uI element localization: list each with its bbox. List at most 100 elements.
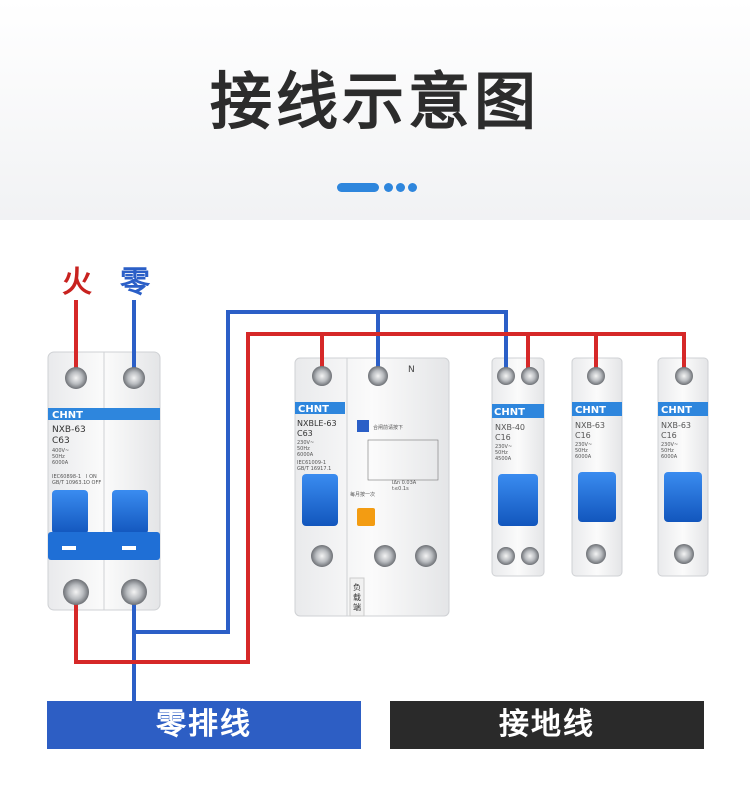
rcbo-body — [294, 357, 450, 617]
handle-tie-bar — [48, 532, 160, 560]
spec-frequency: 50Hz — [661, 448, 674, 454]
brand-logo: CHNT — [494, 407, 525, 418]
breaker-body — [657, 357, 709, 577]
breaker-handle — [578, 472, 616, 522]
spec-frequency: 50Hz — [297, 446, 310, 452]
breaker-body — [571, 357, 623, 577]
live-label: 火 — [62, 265, 92, 300]
breaker-body — [491, 357, 545, 577]
brand-stripe — [658, 402, 708, 416]
decoration-dot — [408, 183, 417, 192]
spec-capacity: 6000A — [297, 452, 314, 458]
rating-label: C63 — [297, 429, 313, 438]
neutral-bus-bar: 零排线 — [47, 701, 361, 749]
spec-capacity: 6000A — [661, 454, 678, 460]
brand-logo: CHNT — [52, 410, 83, 421]
test-indicator — [357, 420, 369, 432]
terminal-screw — [312, 366, 332, 386]
terminal-screw — [674, 544, 694, 564]
brand-stripe — [572, 402, 622, 416]
load-side-label-box — [349, 577, 365, 617]
handle-left — [52, 490, 88, 534]
model-label: NXB-63 — [52, 425, 86, 435]
spec-capacity: 6000A — [52, 460, 69, 466]
model-label: NXB-63 — [575, 421, 605, 430]
handle-mark — [122, 546, 136, 550]
terminal-screw — [587, 367, 605, 385]
spec-voltage: 230V~ — [661, 442, 678, 448]
terminal-screw — [123, 367, 145, 389]
terminal-screw — [586, 544, 606, 564]
test-button — [357, 508, 375, 526]
off-label: O OFF — [86, 480, 101, 486]
rcbo-handle — [302, 474, 338, 526]
live-distribution-wire — [74, 332, 686, 664]
handle-right — [112, 490, 148, 534]
circuit-schematic — [367, 439, 439, 481]
breaker-handle — [498, 474, 538, 526]
model-label: NXB-63 — [661, 421, 691, 430]
terminal-screw — [63, 579, 89, 605]
load-side-text: 载 — [353, 592, 361, 602]
decoration-dot — [396, 183, 405, 192]
breaker-handle — [664, 472, 702, 522]
rating-label: C16 — [495, 433, 511, 442]
n-terminal-mark: N — [408, 365, 415, 375]
spec-voltage: 400V~ — [52, 448, 69, 454]
brand-logo: CHNT — [575, 405, 606, 416]
terminal-screw — [368, 366, 388, 386]
spec-voltage: 230V~ — [297, 440, 314, 446]
standard-label: GB/T 16917.1 — [297, 466, 331, 472]
spec-capacity: 4500A — [495, 456, 512, 462]
brand-stripe — [295, 402, 345, 414]
terminal-screw — [497, 547, 515, 565]
terminal-screw — [311, 545, 333, 567]
monthly-test-label: 每月按一次 — [350, 491, 375, 498]
model-label: NXB-40 — [495, 423, 525, 432]
terminal-screw — [65, 367, 87, 389]
branch-breaker-2: CHNT NXB-63 C16 230V~ 50Hz 6000A — [571, 357, 623, 577]
brand-logo: CHNT — [661, 405, 692, 416]
spec-capacity: 6000A — [575, 454, 592, 460]
standard-label: IEC61009-1 — [297, 460, 326, 466]
page-title: 接线示意图 — [209, 65, 540, 138]
test-instruction: 合闸前请按下 — [373, 424, 403, 431]
load-side-text: 负 — [353, 582, 361, 592]
neutral-label: 零 — [120, 265, 150, 300]
terminal-screw — [497, 367, 515, 385]
rcbo-breaker: CHNT NXBLE-63 C63 230V~ 50Hz 6000A IEC61… — [294, 357, 450, 617]
main-breaker: CHNT NXB-63 C63 400V~ 50Hz 6000A IEC6089… — [47, 351, 161, 611]
title-decoration-dots — [337, 183, 417, 193]
spec-voltage: 230V~ — [495, 444, 512, 450]
terminal-screw — [415, 545, 437, 567]
terminal-screw — [521, 547, 539, 565]
handle-mark — [62, 546, 76, 550]
terminals — [63, 366, 694, 605]
standard-label: IEC60898-1 — [52, 474, 81, 480]
spec-voltage: 230V~ — [575, 442, 592, 448]
terminal-screw — [521, 367, 539, 385]
load-side-text: 端 — [353, 602, 361, 612]
terminal-screw — [121, 579, 147, 605]
model-label: NXBLE-63 — [297, 419, 337, 428]
standard-label: GB/T 10963.1 — [52, 480, 86, 486]
spec-frequency: 50Hz — [575, 448, 588, 454]
brand-logo: CHNT — [298, 404, 329, 415]
ian-label: IΔn 0.03A — [392, 480, 417, 486]
branch-breaker-3: CHNT NXB-63 C16 230V~ 50Hz 6000A — [657, 357, 709, 577]
ground-bar: 接地线 — [390, 701, 704, 749]
terminal-screw — [374, 545, 396, 567]
brand-stripe — [48, 408, 160, 420]
terminal-screw — [675, 367, 693, 385]
rating-label: C16 — [661, 431, 677, 440]
branch-breaker-1: CHNT NXB-40 C16 230V~ 50Hz 4500A — [491, 357, 545, 577]
spec-frequency: 50Hz — [495, 450, 508, 456]
rating-label: C16 — [575, 431, 591, 440]
brand-stripe — [492, 404, 544, 418]
on-label: I ON — [86, 474, 97, 480]
rating-label: C63 — [52, 436, 70, 446]
decoration-dot — [384, 183, 393, 192]
decoration-dash — [337, 183, 379, 192]
trip-time-label: t≤0.1s — [392, 486, 409, 492]
